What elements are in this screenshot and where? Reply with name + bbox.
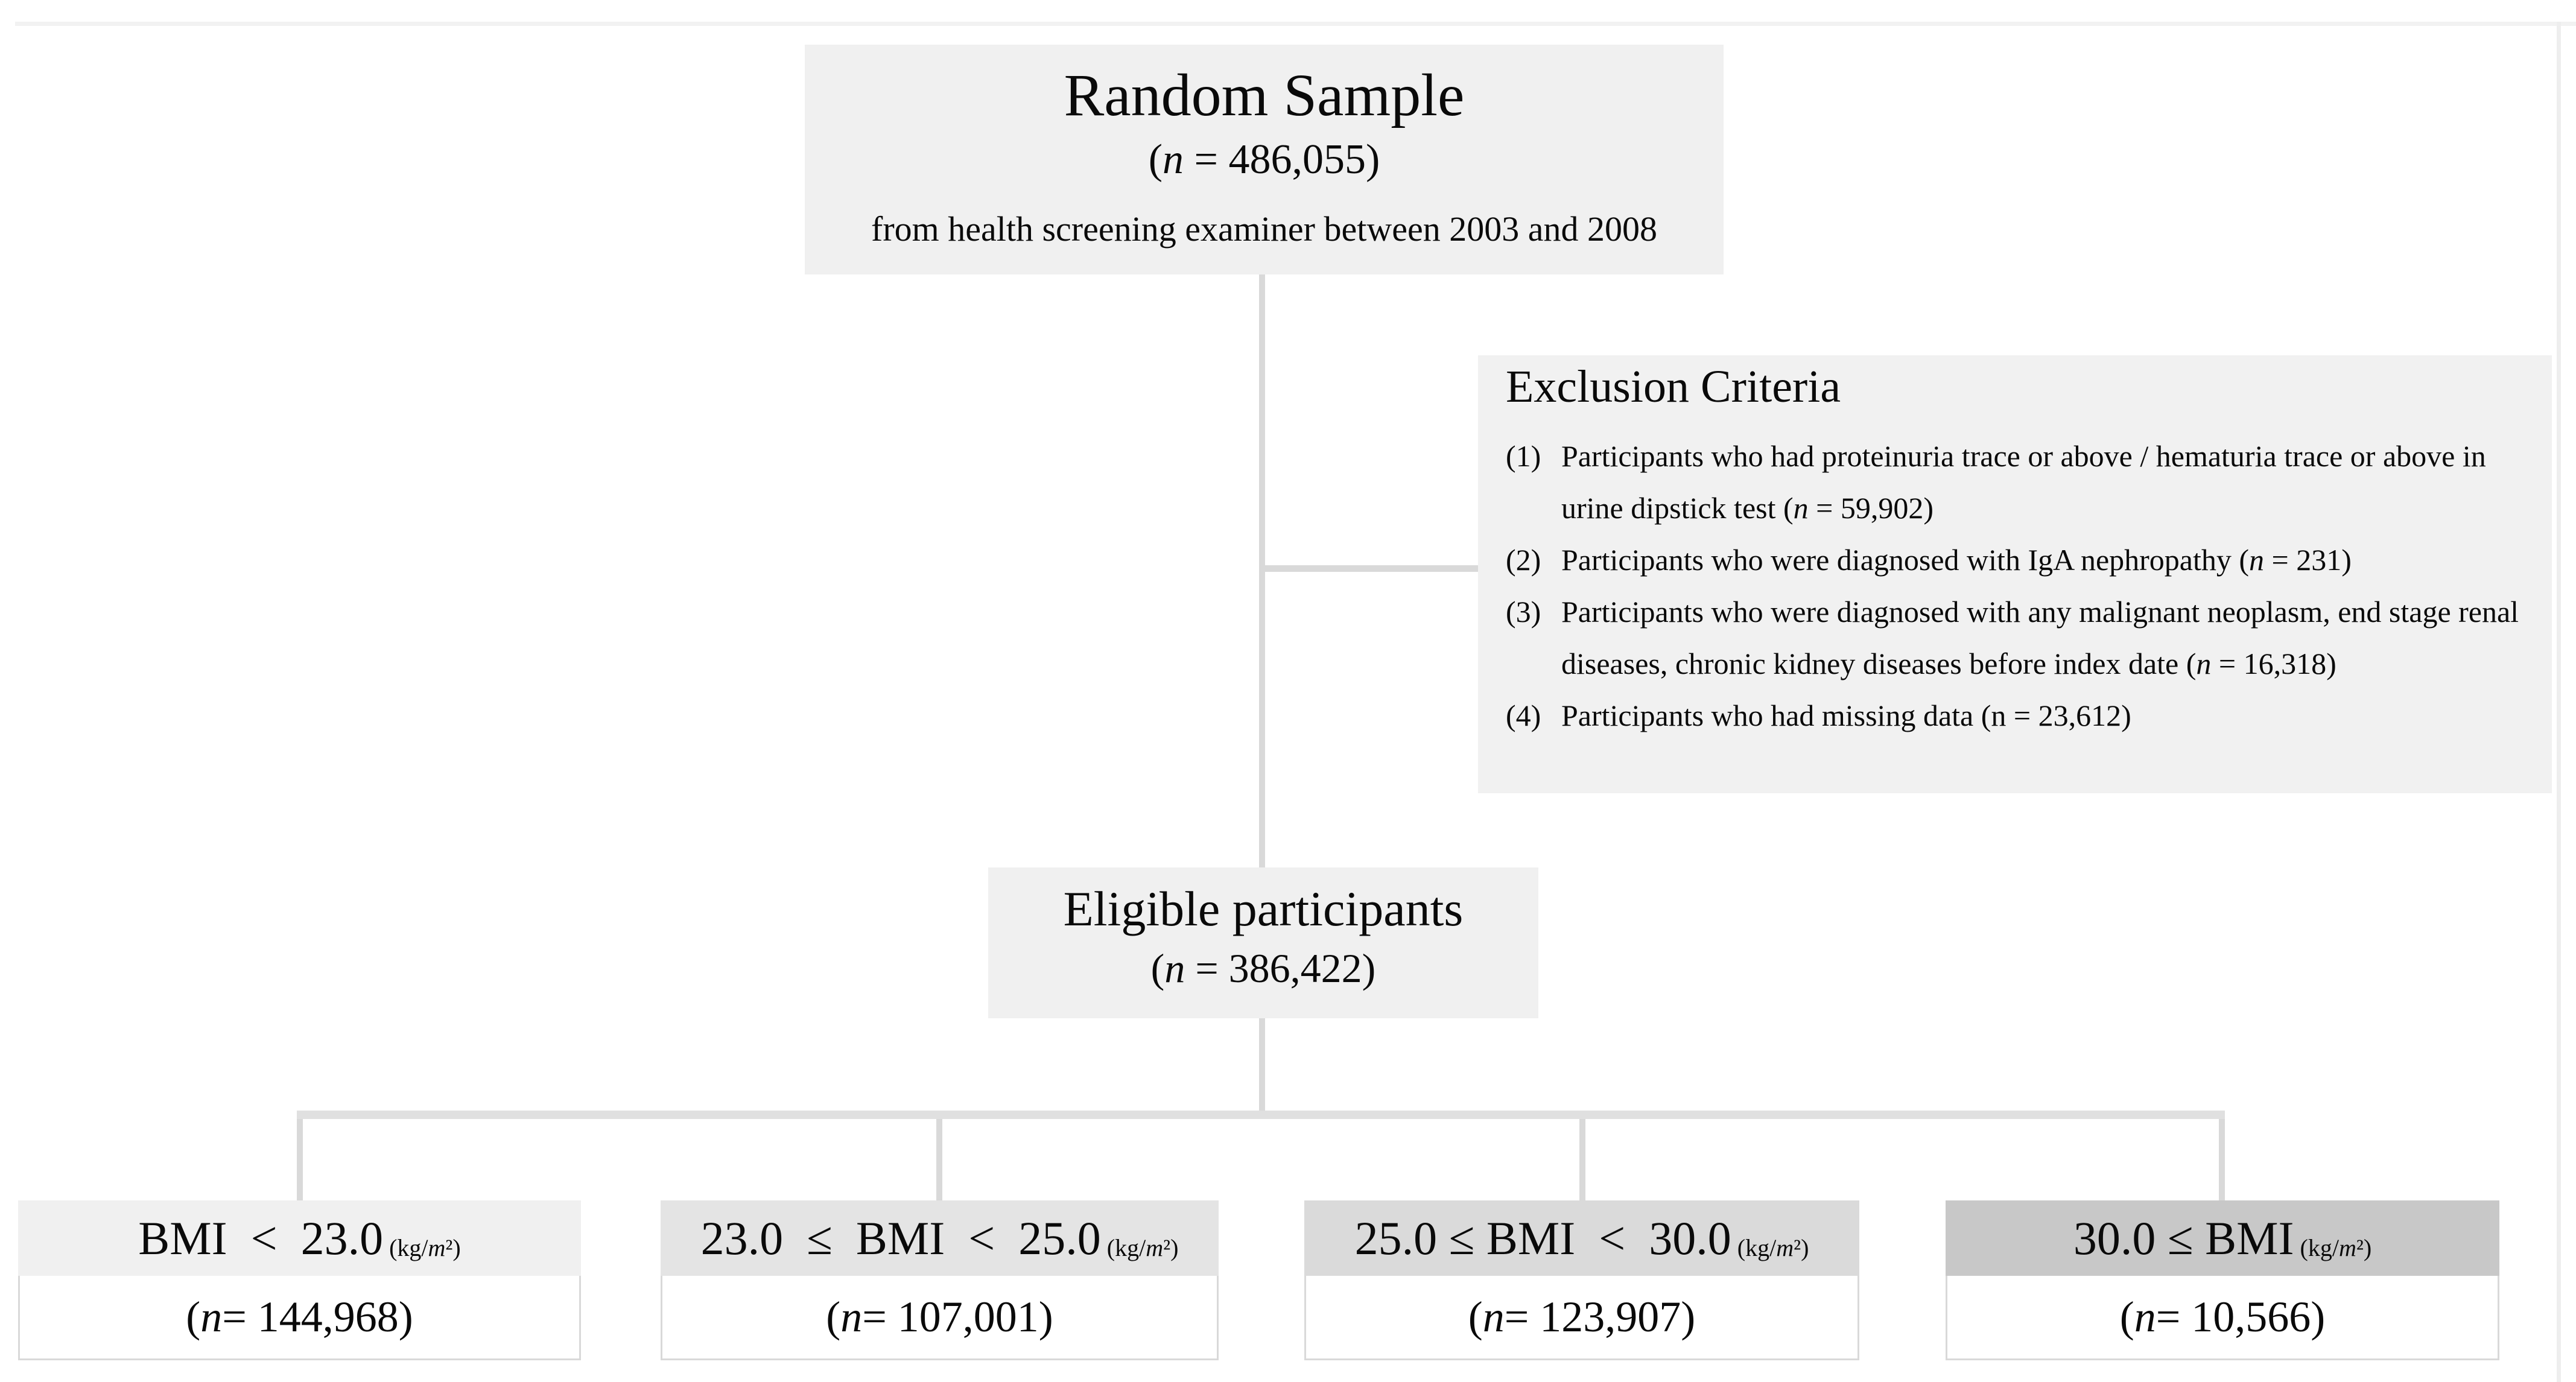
connector-bottom-stem: [1259, 1018, 1265, 1111]
exclusion-item-text: Participants who had missing data (n = 2…: [1561, 699, 2131, 732]
bmi-group-2-count: (n = 107,001): [661, 1276, 1219, 1360]
connector-drop-3: [1579, 1119, 1585, 1200]
bmi-range-label: 23.0 ≤ BMI < 25.0: [700, 1211, 1101, 1264]
exclusion-item-text: Participants who were diagnosed with any…: [1561, 595, 2519, 680]
bmi-range-label: 30.0 ≤ BMI: [2073, 1211, 2294, 1264]
top-border-line: [15, 22, 2576, 26]
bmi-group-4-header: 30.0 ≤ BMI (kg/m²): [1946, 1200, 2499, 1276]
bmi-unit-label: (kg/m²): [2300, 1234, 2372, 1261]
bmi-unit-label: (kg/m²): [389, 1234, 461, 1261]
bmi-group-2-header: 23.0 ≤ BMI < 25.0 (kg/m²): [661, 1200, 1219, 1276]
exclusion-item-text: Participants who were diagnosed with IgA…: [1561, 543, 2352, 577]
bmi-unit-label: (kg/m²): [1106, 1234, 1179, 1261]
exclusion-item-number: (1): [1506, 439, 1541, 473]
random-sample-count: (n = 486,055): [1148, 136, 1380, 183]
exclusion-item-number: (4): [1506, 699, 1541, 732]
exclusion-item-4: (4) Participants who had missing data (n…: [1506, 689, 2529, 741]
exclusion-criteria-title: Exclusion Criteria: [1506, 361, 1841, 412]
eligible-participants-title: Eligible participants: [1063, 881, 1464, 936]
bmi-group-1-box: BMI < 23.0 (kg/m²) (n = 144,968): [18, 1200, 581, 1360]
exclusion-item-number: (2): [1506, 543, 1541, 577]
exclusion-item-1: (1) Participants who had proteinuria tra…: [1506, 430, 2529, 534]
connector-drop-1: [297, 1119, 303, 1200]
random-sample-title: Random Sample: [1064, 62, 1465, 128]
exclusion-item-3: (3) Participants who were diagnosed with…: [1506, 586, 2529, 689]
exclusion-item-text: Participants who had proteinuria trace o…: [1561, 439, 2486, 525]
bmi-group-4-box: 30.0 ≤ BMI (kg/m²) (n = 10,566): [1946, 1200, 2499, 1360]
bmi-group-1-count: (n = 144,968): [18, 1276, 581, 1360]
exclusion-item-2: (2) Participants who were diagnosed with…: [1506, 534, 2529, 586]
bmi-range-label: BMI < 23.0: [138, 1211, 384, 1264]
bmi-group-2-box: 23.0 ≤ BMI < 25.0 (kg/m²) (n = 107,001): [661, 1200, 1219, 1360]
bmi-range-label: 25.0 ≤ BMI < 30.0: [1354, 1211, 1731, 1264]
bmi-group-3-count: (n = 123,907): [1304, 1276, 1859, 1360]
random-sample-box: Random Sample (n = 486,055) from health …: [805, 45, 1724, 274]
bmi-group-3-box: 25.0 ≤ BMI < 30.0 (kg/m²) (n = 123,907): [1304, 1200, 1859, 1360]
bmi-group-1-header: BMI < 23.0 (kg/m²): [18, 1200, 581, 1276]
bmi-group-3-header: 25.0 ≤ BMI < 30.0 (kg/m²): [1304, 1200, 1859, 1276]
eligible-participants-count: (n = 386,422): [1150, 945, 1376, 992]
right-border-line: [2557, 22, 2561, 1382]
connector-drop-4: [2219, 1119, 2225, 1200]
exclusion-item-number: (3): [1506, 595, 1541, 629]
connector-horizontal-bar: [297, 1111, 2225, 1119]
connector-exclusion-branch: [1262, 565, 1479, 572]
random-sample-subtitle: from health screening examiner between 2…: [871, 209, 1657, 249]
connector-drop-2: [936, 1119, 942, 1200]
bmi-group-4-count: (n = 10,566): [1946, 1276, 2499, 1360]
exclusion-criteria-box: Exclusion Criteria (1) Participants who …: [1478, 355, 2552, 793]
bmi-unit-label: (kg/m²): [1737, 1234, 1809, 1261]
eligible-participants-box: Eligible participants (n = 386,422): [988, 867, 1538, 1018]
